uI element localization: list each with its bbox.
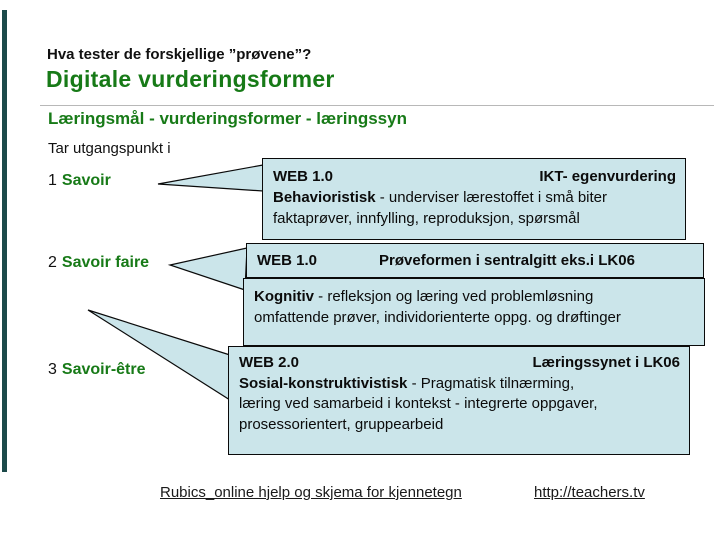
callout-title-right: Læringssynet i LK06 <box>532 354 680 371</box>
teachers-tv-link[interactable]: http://teachers.tv <box>534 484 645 501</box>
callout-body-line2: læring ved samarbeid i kontekst - integr… <box>239 395 598 412</box>
callout-web10-behavioristisk: WEB 1.0 IKT- egenvurdering Behavioristis… <box>262 158 686 240</box>
callout-body-line1: Kognitiv - refleksjon og læring ved prob… <box>254 288 594 305</box>
callout-web20-sosialkonstruktivistisk: WEB 2.0 Læringssynet i LK06 Sosial-konst… <box>228 346 690 455</box>
callout-lead: Sosial-konstruktivistisk <box>239 374 408 392</box>
callout-body-line3: prosessorientert, gruppearbeid <box>239 415 444 433</box>
callout-title-left: WEB 1.0 <box>257 252 318 269</box>
callout-body-line2: omfattende prøver, individorienterte opp… <box>254 309 621 326</box>
callout-lead: Kognitiv <box>254 288 314 305</box>
callout-pointer-1 <box>157 164 264 192</box>
item-number: 3 <box>48 361 57 378</box>
rubics-online-link[interactable]: Rubics_online hjelp og skjema for kjenne… <box>160 484 462 501</box>
callout-title-right: IKT- egenvurdering <box>539 168 676 185</box>
callout-pointer-3 <box>87 309 231 402</box>
intro-text: Tar utgangspunkt i <box>48 140 171 157</box>
callout-body-line1: Sosial-konstruktivistisk - Pragmatisk ti… <box>239 374 575 392</box>
callout-pointer-2 <box>167 247 248 291</box>
title-divider <box>40 105 714 106</box>
callout-body-line2: faktaprøver, innfylling, reproduksjon, s… <box>273 210 580 227</box>
callout-body-line1: Behavioristisk - underviser lærestoffet … <box>273 189 608 206</box>
callout-title-right: Prøveformen i sentralgitt eks.i LK06 <box>379 252 635 269</box>
page-title: Digitale vurderingsformer <box>46 66 335 92</box>
slide-subtitle: Læringsmål - vurderingsformer - læringss… <box>48 109 407 128</box>
item-number: 1 <box>48 172 57 189</box>
callout-kognitiv: Kognitiv - refleksjon og læring ved prob… <box>243 278 705 346</box>
callout-web10-proveformen: WEB 1.0 Prøveformen i sentralgitt eks.i … <box>246 243 704 278</box>
item-number: 2 <box>48 254 57 271</box>
slide-pretitle: Hva tester de forskjellige ”prøvene”? <box>47 46 312 63</box>
callout-title-left: WEB 2.0 <box>239 354 300 371</box>
item-label: Savoir faire <box>61 254 150 271</box>
item-label: Savoir <box>61 172 111 189</box>
left-accent-bar <box>2 10 7 472</box>
callout-title-left: WEB 1.0 <box>273 168 334 185</box>
item-label: Savoir-être <box>61 361 146 378</box>
callout-lead: Behavioristisk <box>273 189 376 206</box>
